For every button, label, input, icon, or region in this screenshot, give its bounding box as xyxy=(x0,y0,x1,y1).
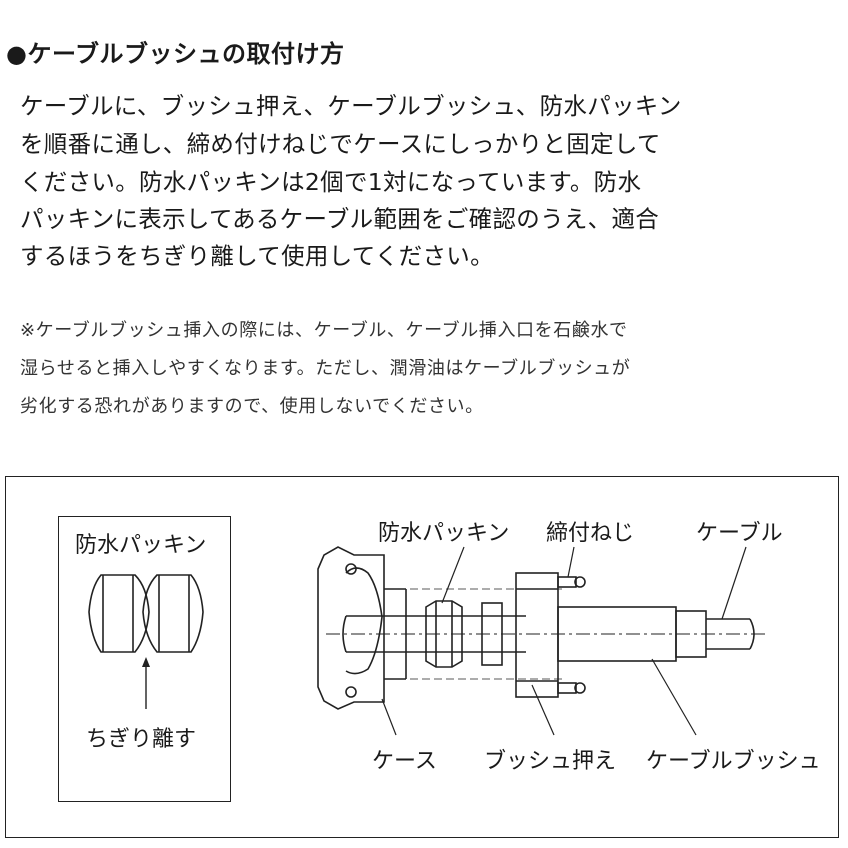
leader-screw xyxy=(567,546,575,578)
packing-drawing xyxy=(88,574,204,709)
leader-case xyxy=(381,698,397,736)
leader-cable-bush xyxy=(651,658,697,736)
label-bush-holder: ブッシュ押え xyxy=(484,749,617,774)
leader-cable xyxy=(721,546,747,620)
instruction-line-1: ケーブルに、ブッシュ押え、ケーブルブッシュ、防水パッキン xyxy=(20,92,682,120)
screw-bottom xyxy=(557,682,577,694)
arrow-up-icon xyxy=(142,657,150,667)
label-screw: 締付ねじ xyxy=(546,521,635,546)
inset-title: 防水パッキン xyxy=(75,533,207,558)
section-title: ●ケーブルブッシュの取付け方 xyxy=(6,40,345,68)
leader-packing xyxy=(441,546,465,604)
instruction-line-5: するほうをちぎり離して使用してください。 xyxy=(20,242,494,270)
label-packing: 防水パッキン xyxy=(378,521,510,546)
label-cable: ケーブル xyxy=(696,521,783,546)
case-screw-hole-top xyxy=(345,563,357,575)
label-cable-bush: ケーブルブッシュ xyxy=(646,749,821,774)
leader-bush-holder xyxy=(531,684,555,736)
installation-diagram: 防水パッキン ちぎり離す xyxy=(5,476,839,838)
case-body xyxy=(317,546,385,710)
instruction-line-3: ください。防水パッキンは2個で1対になっています。防水 xyxy=(20,168,642,196)
packing-shape xyxy=(425,600,463,668)
note-line-3: 劣化する恐れがありますので、使用しないでください。 xyxy=(20,396,484,417)
label-case: ケース xyxy=(372,749,437,774)
instruction-line-2: を順番に通し、締め付けねじでケースにしっかりと固定して xyxy=(20,130,661,158)
packing-inset: 防水パッキン ちぎり離す xyxy=(58,516,231,802)
bush-flange xyxy=(515,572,559,698)
case-screw-hole-bottom xyxy=(345,686,357,698)
inset-caption: ちぎり離す xyxy=(86,727,197,752)
note-line-2: 湿らせると挿入しやすくなります。ただし、潤滑油はケーブルブッシュが xyxy=(20,358,631,379)
assembly-drawing xyxy=(317,546,766,736)
instruction-line-4: パッキンに表示してあるケーブル範囲をご確認のうえ、適合 xyxy=(20,205,660,233)
screw-top xyxy=(557,576,577,588)
case-inner-contour xyxy=(345,567,383,675)
note-line-1: ※ケーブルブッシュ挿入の際には、ケーブル、ケーブル挿入口を石鹸水で xyxy=(20,320,628,341)
